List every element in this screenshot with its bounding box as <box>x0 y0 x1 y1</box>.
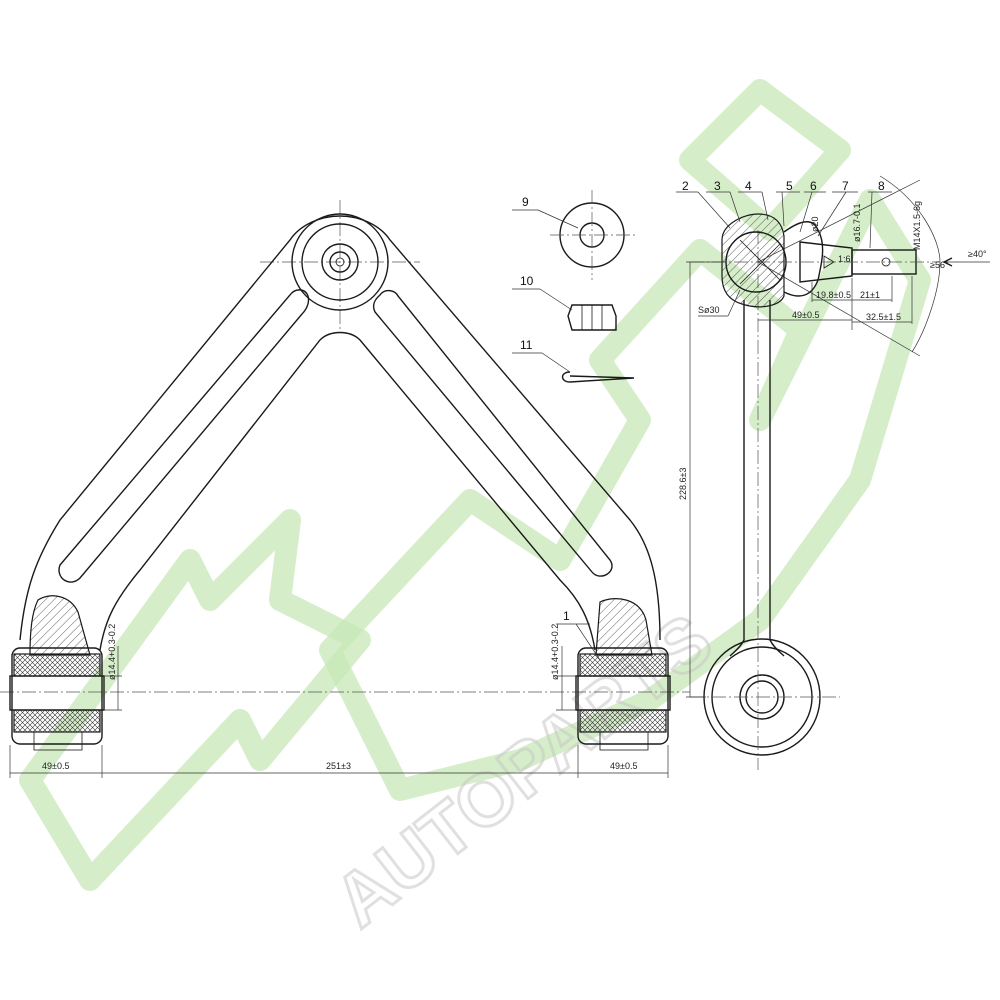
loose-parts: 9 10 11 <box>512 190 636 383</box>
dim-stud-b: 21±1 <box>860 290 880 300</box>
dim-thread: M14X1.5-6g <box>912 201 922 250</box>
part-label-6: 6 <box>810 179 817 193</box>
dim-bushing-left-width: 49±0.5 <box>42 761 69 771</box>
part-label-10: 10 <box>520 274 534 288</box>
dim-angle-a: ≥56° <box>930 260 949 270</box>
dim-stud-a: 19.8±0.5 <box>816 290 851 300</box>
part-label-8: 8 <box>878 179 885 193</box>
part-label-4: 4 <box>745 179 752 193</box>
part-label-9: 9 <box>522 195 529 209</box>
watermark-logo: AUTOPARTS <box>19 79 931 944</box>
dim-center-distance: 251±3 <box>326 761 351 771</box>
dim-ball-offset: 49±0.5 <box>792 310 819 320</box>
dim-arm-length: 228.6±3 <box>678 468 688 500</box>
part-label-5: 5 <box>786 179 793 193</box>
part-leaders <box>676 191 892 249</box>
dim-taper: 1:6 <box>838 254 851 264</box>
dim-angle-b: ≥40° <box>968 249 987 259</box>
dim-ball-sphere: Sø30 <box>698 305 720 315</box>
dim-bushing-left-dia: ø14.4+0.3-0.2 <box>107 624 117 680</box>
part-label-11: 11 <box>520 338 533 352</box>
control-arm-plan-view: 49±0.5 251±3 49±0.5 ø14.4+0.3-0.2 ø14.4+… <box>0 200 690 778</box>
dim-bushing-right-width: 49±0.5 <box>610 761 637 771</box>
dim-stud-c: 32.5±1.5 <box>866 312 901 322</box>
part-label-7: 7 <box>842 179 849 193</box>
part-label-1: 1 <box>563 609 570 623</box>
control-arm-side-view: ≥56° ≥40° M14X1.5-6g ø16.7-0.1 ø20 1:6 1… <box>676 175 990 770</box>
dim-bushing-right-dia: ø14.4+0.3-0.2 <box>550 624 560 680</box>
part-label-2: 2 <box>682 179 689 193</box>
part-label-3: 3 <box>714 179 721 193</box>
dim-stud-dia: ø16.7-0.1 <box>852 203 862 242</box>
dim-boot-dia: ø20 <box>810 216 820 232</box>
